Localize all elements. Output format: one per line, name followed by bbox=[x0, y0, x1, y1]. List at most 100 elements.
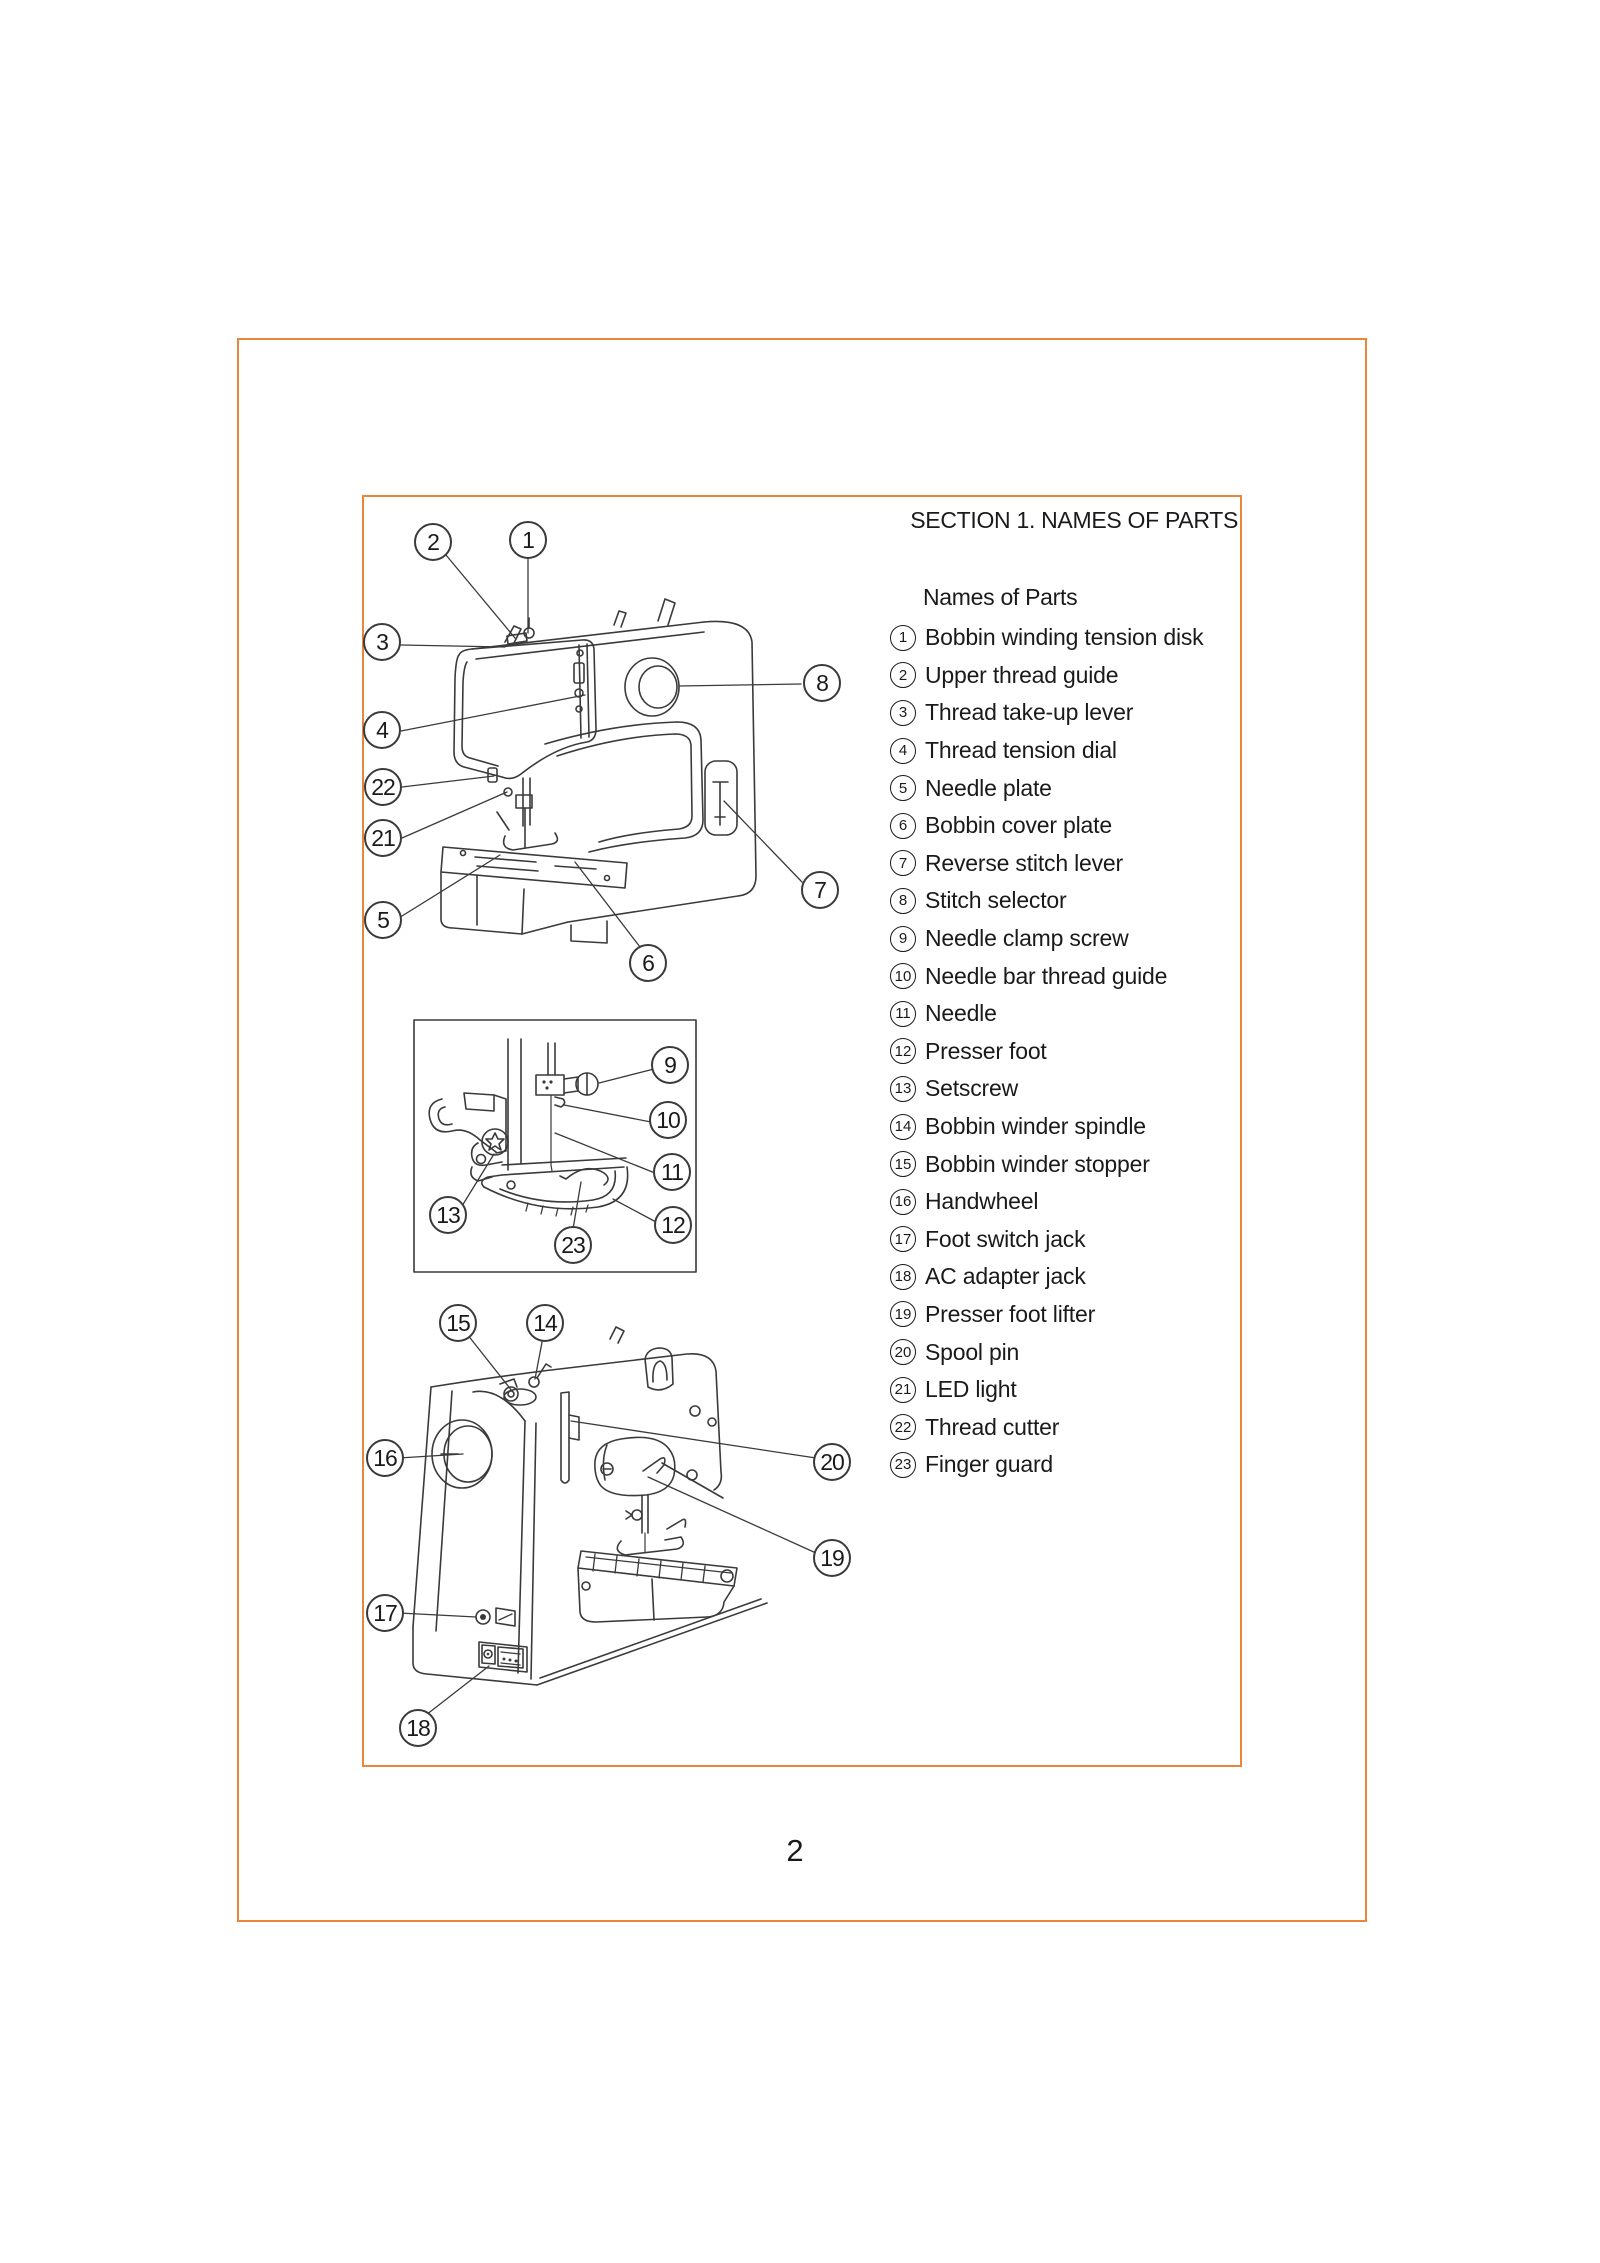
outer-page-border bbox=[237, 338, 1367, 1922]
part-label: Setscrew bbox=[925, 1075, 1018, 1102]
part-number-badge: 10 bbox=[890, 963, 916, 990]
part-number-badge: 19 bbox=[890, 1301, 916, 1328]
callout-23: 23 bbox=[554, 1226, 592, 1264]
needle-area-diagram: 9 10 11 12 13 23 bbox=[408, 1015, 708, 1285]
parts-list: 1 Bobbin winding tension disk 2 Upper thre… bbox=[890, 619, 1204, 1484]
part-label: Needle clamp screw bbox=[925, 925, 1129, 952]
callout-7: 7 bbox=[801, 871, 839, 909]
part-number-badge: 6 bbox=[890, 812, 916, 839]
part-item: 22 Thread cutter bbox=[890, 1408, 1203, 1446]
part-label: Thread cutter bbox=[925, 1413, 1060, 1440]
part-label: Presser foot bbox=[925, 1037, 1047, 1064]
page-number: 2 bbox=[786, 1833, 804, 1868]
part-number-badge: 9 bbox=[890, 925, 916, 952]
part-label: Thread take-up lever bbox=[925, 699, 1134, 726]
part-number-badge: 11 bbox=[890, 1000, 916, 1027]
part-number-badge: 15 bbox=[890, 1151, 916, 1178]
callout-11: 11 bbox=[653, 1153, 691, 1191]
part-item: 18 AC adapter jack bbox=[890, 1258, 1203, 1296]
rear-view-diagram: 15 14 16 20 19 17 18 bbox=[355, 1275, 885, 1755]
part-number-badge: 14 bbox=[890, 1113, 916, 1140]
part-number-badge: 4 bbox=[890, 737, 916, 764]
closeup-frame bbox=[413, 1019, 697, 1273]
callout-10: 10 bbox=[649, 1101, 687, 1139]
part-item: 1 Bobbin winding tension disk bbox=[890, 619, 1204, 657]
inner-content-border bbox=[362, 495, 1242, 1767]
part-number-badge: 2 bbox=[890, 662, 916, 689]
part-number-badge: 8 bbox=[890, 887, 916, 914]
part-label: LED light bbox=[925, 1376, 1017, 1403]
part-label: Spool pin bbox=[925, 1338, 1020, 1365]
part-label: Foot switch jack bbox=[925, 1225, 1086, 1252]
callout-2: 2 bbox=[414, 523, 452, 561]
part-item: 4 Thread tension dial bbox=[890, 732, 1203, 770]
part-item: 17 Foot switch jack bbox=[890, 1221, 1203, 1259]
callout-1: 1 bbox=[509, 521, 547, 559]
part-item: 15 Bobbin winder stopper bbox=[890, 1145, 1203, 1183]
callout-22: 22 bbox=[364, 768, 402, 806]
part-item: 6 Bobbin cover plate bbox=[890, 807, 1203, 845]
part-label: Reverse stitch lever bbox=[925, 849, 1123, 876]
part-label: Stitch selector bbox=[925, 887, 1067, 914]
part-number-badge: 23 bbox=[890, 1451, 916, 1478]
part-label: Upper thread guide bbox=[925, 661, 1119, 688]
callout-13: 13 bbox=[429, 1196, 467, 1234]
part-label: Handwheel bbox=[925, 1188, 1039, 1215]
callout-3: 3 bbox=[363, 623, 401, 661]
part-number-badge: 17 bbox=[890, 1226, 916, 1253]
part-item: 19 Presser foot lifter bbox=[890, 1296, 1203, 1334]
part-label: Presser foot lifter bbox=[925, 1300, 1096, 1327]
section-title: SECTION 1. NAMES OF PARTS bbox=[910, 507, 1238, 533]
part-label: Needle bar thread guide bbox=[925, 962, 1168, 989]
leader-lines bbox=[398, 1333, 817, 1716]
callout-16: 16 bbox=[366, 1439, 404, 1477]
callout-18: 18 bbox=[399, 1709, 437, 1747]
part-number-badge: 13 bbox=[890, 1075, 916, 1102]
part-number-badge: 1 bbox=[890, 624, 916, 651]
part-item: 13 Setscrew bbox=[890, 1070, 1203, 1108]
part-number-badge: 16 bbox=[890, 1188, 916, 1215]
part-number-badge: 20 bbox=[890, 1339, 916, 1366]
part-label: Needle bbox=[925, 1000, 997, 1027]
part-label: AC adapter jack bbox=[925, 1263, 1086, 1290]
callout-5: 5 bbox=[364, 901, 402, 939]
front-view-drawing bbox=[400, 554, 803, 948]
part-number-badge: 12 bbox=[890, 1038, 916, 1065]
part-item: 12 Presser foot bbox=[890, 1033, 1203, 1071]
callout-9: 9 bbox=[651, 1046, 689, 1084]
callout-20: 20 bbox=[813, 1443, 851, 1481]
callout-6: 6 bbox=[629, 944, 667, 982]
callout-12: 12 bbox=[654, 1206, 692, 1244]
part-label: Finger guard bbox=[925, 1451, 1054, 1478]
part-label: Bobbin winding tension disk bbox=[925, 624, 1204, 651]
part-label: Bobbin cover plate bbox=[925, 812, 1112, 839]
part-item: 20 Spool pin bbox=[890, 1333, 1203, 1371]
part-number-badge: 5 bbox=[890, 775, 916, 802]
part-item: 23 Finger guard bbox=[890, 1446, 1203, 1484]
callout-17: 17 bbox=[366, 1594, 404, 1632]
part-item: 11 Needle bbox=[890, 995, 1203, 1033]
front-view-diagram: 2 1 3 8 4 22 21 5 7 6 bbox=[355, 495, 885, 1010]
leader-lines bbox=[400, 554, 803, 948]
rear-view-drawing bbox=[398, 1326, 817, 1716]
parts-list-heading: Names of Parts bbox=[923, 584, 1078, 610]
part-label: Thread tension dial bbox=[925, 737, 1117, 764]
needle-area-drawing bbox=[413, 1019, 697, 1273]
callout-4: 4 bbox=[363, 711, 401, 749]
callout-15: 15 bbox=[439, 1304, 477, 1342]
leader-lines bbox=[461, 1068, 657, 1230]
part-item: 10 Needle bar thread guide bbox=[890, 957, 1203, 995]
part-item: 9 Needle clamp screw bbox=[890, 920, 1203, 958]
callout-8: 8 bbox=[803, 664, 841, 702]
part-number-badge: 22 bbox=[890, 1414, 916, 1441]
callout-14: 14 bbox=[526, 1304, 564, 1342]
part-item: 16 Handwheel bbox=[890, 1183, 1203, 1221]
part-number-badge: 18 bbox=[890, 1263, 916, 1290]
part-label: Bobbin winder stopper bbox=[925, 1150, 1150, 1177]
callout-19: 19 bbox=[813, 1539, 851, 1577]
